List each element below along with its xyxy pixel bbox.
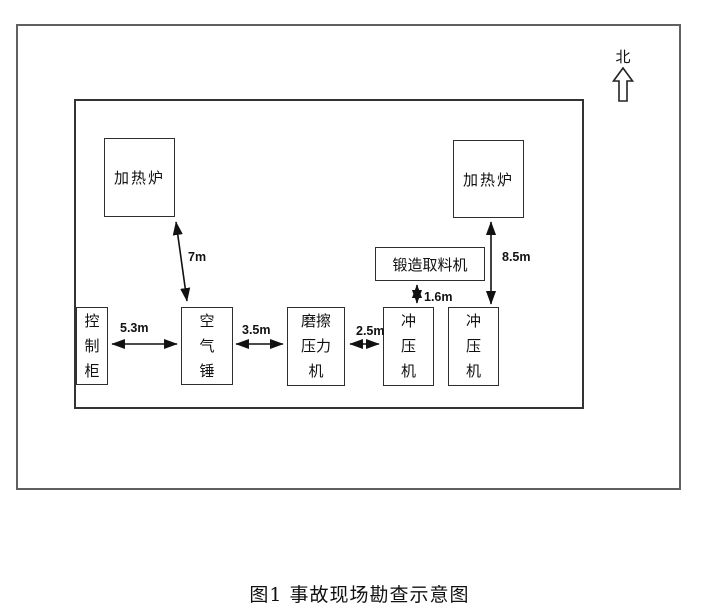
distance-label-3-5m: 3.5m <box>242 323 271 337</box>
punch-press-2-label: 冲压机 <box>465 312 481 380</box>
north-label: 北 <box>615 48 631 66</box>
equipment-box-forging-picker: 锻造取料机 <box>375 247 485 281</box>
distance-label-1-6m: 1.6m <box>424 290 453 304</box>
air-hammer-label: 空气锤 <box>199 311 215 380</box>
punch-press-1-label: 冲压机 <box>400 312 416 380</box>
control-cabinet-label: 控制柜 <box>84 311 100 380</box>
equipment-box-punch-press-1: 冲压机 <box>383 307 434 386</box>
distance-label-2-5m: 2.5m <box>356 324 385 338</box>
equipment-box-furnace-left: 加热炉 <box>104 138 175 217</box>
furnace-right-label: 加热炉 <box>462 170 514 189</box>
equipment-box-control-cabinet: 控制柜 <box>76 307 108 385</box>
friction-press-label: 磨擦压力机 <box>300 312 331 380</box>
figure-caption: 图1 事故现场勘查示意图 <box>249 584 470 606</box>
distance-label-5-3m: 5.3m <box>120 321 149 335</box>
furnace-left-label: 加热炉 <box>113 169 165 187</box>
equipment-box-furnace-right: 加热炉 <box>453 140 524 218</box>
distance-label-7m: 7m <box>188 250 207 264</box>
forging-picker-label: 锻造取料机 <box>392 255 468 274</box>
equipment-box-air-hammer: 空气锤 <box>181 307 233 385</box>
equipment-box-friction-press: 磨擦压力机 <box>287 307 345 386</box>
equipment-box-punch-press-2: 冲压机 <box>448 307 499 386</box>
distance-label-8-5m: 8.5m <box>502 250 531 264</box>
